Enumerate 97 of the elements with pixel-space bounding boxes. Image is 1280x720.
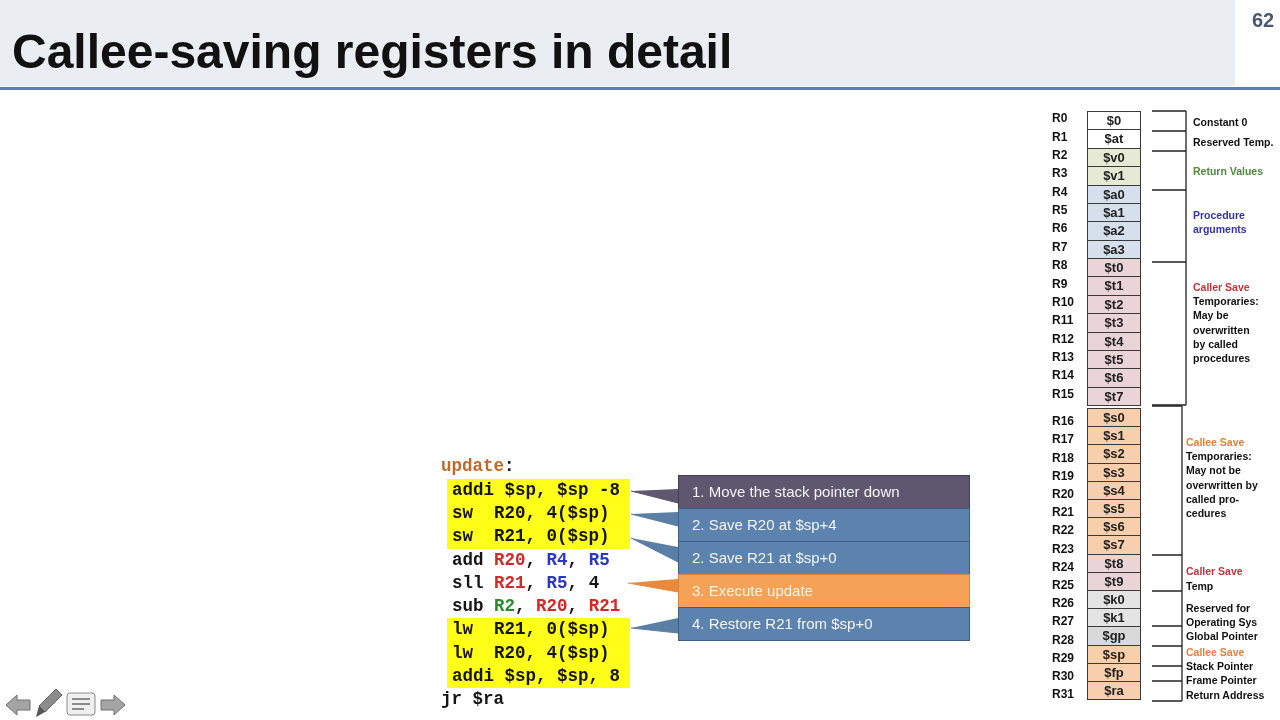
register-number: R0 bbox=[1052, 111, 1068, 126]
register-cell: $a0 bbox=[1087, 184, 1141, 204]
register-number: R19 bbox=[1052, 468, 1074, 483]
register-number: R15 bbox=[1052, 386, 1074, 401]
register-cell: $t7 bbox=[1087, 386, 1141, 406]
register-cell: $s7 bbox=[1087, 535, 1141, 555]
register-cell: $t6 bbox=[1087, 368, 1141, 388]
register-cell: $s1 bbox=[1087, 426, 1141, 446]
register-cell: $t9 bbox=[1087, 571, 1141, 591]
register-cell: $k0 bbox=[1087, 590, 1141, 610]
register-number: R1 bbox=[1052, 129, 1068, 144]
register-number: R24 bbox=[1052, 559, 1074, 574]
register-number: R7 bbox=[1052, 239, 1068, 254]
callout-pointer bbox=[630, 617, 679, 634]
page-number: 62 bbox=[1252, 9, 1275, 32]
callout-box: 1. Move the stack pointer down bbox=[678, 475, 970, 509]
register-number: R21 bbox=[1052, 505, 1074, 520]
register-cell: $a3 bbox=[1087, 239, 1141, 259]
slide-title: Callee-saving registers in detail bbox=[12, 24, 733, 80]
register-cell: $ra bbox=[1087, 681, 1141, 701]
group-label: Stack Pointer bbox=[1186, 659, 1254, 674]
group-label: Global Pointer bbox=[1186, 629, 1258, 644]
group-label: Temporaries: May not be overwritten by called pro- cedures bbox=[1186, 449, 1259, 521]
group-label: Return Values bbox=[1193, 164, 1264, 179]
register-number: R25 bbox=[1052, 577, 1074, 592]
register-cell: $at bbox=[1087, 129, 1141, 149]
register-cell: $v0 bbox=[1087, 147, 1141, 168]
group-label: Temporaries: May be overwritten by called procedures bbox=[1193, 294, 1260, 366]
register-cell: $k1 bbox=[1087, 608, 1141, 628]
register-number: R13 bbox=[1052, 350, 1074, 365]
callout-box: 2. Save R20 at $sp+4 bbox=[678, 508, 970, 542]
register-number: R28 bbox=[1052, 632, 1074, 647]
callout-box: 3. Execute update bbox=[678, 574, 970, 608]
callout-pointer bbox=[630, 511, 679, 527]
callout-pointer bbox=[630, 488, 679, 504]
register-cell: $sp bbox=[1087, 644, 1141, 664]
register-cell: $s4 bbox=[1087, 480, 1141, 500]
group-label: Return Address bbox=[1186, 688, 1265, 703]
group-label: Callee Save bbox=[1186, 645, 1245, 660]
register-number: R23 bbox=[1052, 541, 1074, 556]
register-number: R22 bbox=[1052, 523, 1074, 538]
register-cell: $s0 bbox=[1087, 408, 1141, 428]
register-cell: $s2 bbox=[1087, 444, 1141, 464]
group-label: Frame Pointer bbox=[1186, 673, 1257, 688]
group-label: Constant 0 bbox=[1193, 115, 1248, 130]
register-number: R17 bbox=[1052, 432, 1074, 447]
group-label: Procedure arguments bbox=[1193, 208, 1248, 237]
register-number: R6 bbox=[1052, 221, 1068, 236]
register-number: R16 bbox=[1052, 414, 1074, 429]
code-line: sll R21, R5, 4 bbox=[452, 571, 627, 596]
register-number: R5 bbox=[1052, 203, 1068, 218]
register-number: R18 bbox=[1052, 450, 1074, 465]
register-cell: $gp bbox=[1087, 626, 1141, 646]
register-number: R14 bbox=[1052, 368, 1074, 383]
register-cell: $t3 bbox=[1087, 313, 1141, 333]
register-cell: $s3 bbox=[1087, 462, 1141, 482]
group-label: Callee Save bbox=[1186, 435, 1245, 450]
register-cell: $s6 bbox=[1087, 517, 1141, 537]
callout-box: 4. Restore R21 from $sp+0 bbox=[678, 607, 970, 641]
register-cell: $0 bbox=[1087, 111, 1141, 131]
register-number: R27 bbox=[1052, 614, 1074, 629]
group-label: Reserved Temp. bbox=[1193, 135, 1274, 150]
callout-pointer bbox=[630, 537, 679, 563]
register-cell: $t5 bbox=[1087, 349, 1141, 370]
register-number: R9 bbox=[1052, 276, 1068, 291]
register-cell: $s5 bbox=[1087, 499, 1141, 519]
register-cell: $t1 bbox=[1087, 276, 1141, 296]
register-number: R4 bbox=[1052, 184, 1068, 199]
callout-box: 2. Save R21 at $sp+0 bbox=[678, 541, 970, 575]
register-cell: $t0 bbox=[1087, 258, 1141, 278]
register-cell: $v1 bbox=[1087, 166, 1141, 186]
code-line: jr $ra bbox=[441, 688, 505, 712]
register-cell: $a2 bbox=[1087, 221, 1141, 241]
register-number: R20 bbox=[1052, 486, 1074, 501]
register-cell: $t8 bbox=[1087, 553, 1141, 573]
code-line: update: bbox=[441, 455, 515, 479]
callout-pointer bbox=[627, 578, 679, 593]
group-label: Temp bbox=[1186, 579, 1214, 594]
register-number: R30 bbox=[1052, 668, 1074, 683]
register-cell: $a1 bbox=[1087, 202, 1141, 223]
register-number: R12 bbox=[1052, 331, 1074, 346]
register-number: R3 bbox=[1052, 166, 1068, 181]
register-cell: $fp bbox=[1087, 662, 1141, 682]
register-cell: $t2 bbox=[1087, 294, 1141, 315]
register-number: R26 bbox=[1052, 596, 1074, 611]
register-number: R11 bbox=[1052, 313, 1074, 328]
code-line: sub R2, R20, R21 bbox=[452, 595, 621, 619]
code-line: add R20, R4, R5 bbox=[452, 548, 610, 572]
register-number: R29 bbox=[1052, 650, 1074, 665]
group-label: Reserved for Operating Sys bbox=[1186, 601, 1259, 630]
group-label: Caller Save bbox=[1186, 564, 1243, 579]
group-label: Caller Save bbox=[1193, 280, 1250, 295]
register-number: R10 bbox=[1052, 294, 1074, 309]
register-number: R2 bbox=[1052, 147, 1068, 162]
register-number: R8 bbox=[1052, 258, 1068, 273]
register-number: R31 bbox=[1052, 687, 1074, 702]
register-cell: $t4 bbox=[1087, 331, 1141, 351]
